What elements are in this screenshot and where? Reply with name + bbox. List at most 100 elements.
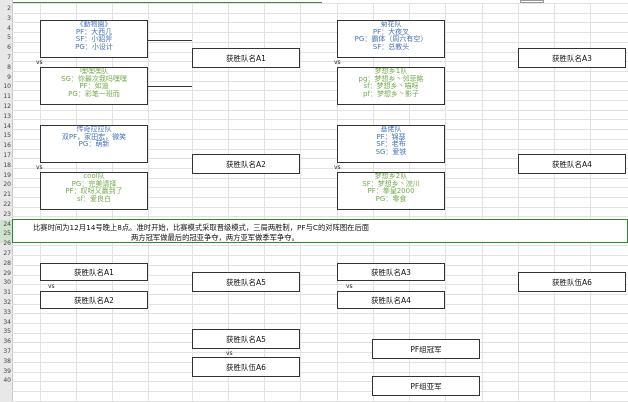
pf-champion-box[interactable]: PF组冠军 xyxy=(372,339,480,359)
row-number[interactable]: 25 xyxy=(3,230,11,237)
row-number[interactable]: 19 xyxy=(3,172,11,179)
player-line: PG：萌新 xyxy=(78,140,110,149)
winner-label: 获胜队名A3 xyxy=(552,53,592,63)
semi-box-a3[interactable]: 获胜队名A3 xyxy=(337,263,445,281)
semi-box-a2[interactable]: 获胜队名A2 xyxy=(40,291,148,309)
row-header-column xyxy=(0,0,13,402)
row-number[interactable]: 12 xyxy=(3,103,11,110)
notice-banner[interactable]: 比赛时间为12月14号晚上8点。准时开始，比赛模式采取晋级模式，三局两胜制，PF… xyxy=(12,219,628,243)
row-number[interactable]: 22 xyxy=(3,201,11,208)
grid-column-line xyxy=(228,3,229,402)
final-box-a6[interactable]: 获胜队伍A6 xyxy=(518,272,626,292)
row-number[interactable]: 26 xyxy=(3,240,11,247)
row-number[interactable]: 29 xyxy=(3,270,11,277)
row-number[interactable]: 31 xyxy=(3,289,11,296)
row-number[interactable]: 30 xyxy=(3,279,11,286)
grid-row-line xyxy=(12,391,628,392)
grid-row-line xyxy=(12,245,628,246)
team-box-zoo[interactable]: 《動物園》 PF：大西几 SF：小貂斧 PG：小设计 xyxy=(40,20,148,58)
row-number[interactable]: 39 xyxy=(3,368,11,375)
grid-row-line xyxy=(12,255,628,256)
player-line: SF：梦想乡丶浣川 xyxy=(362,179,420,188)
row-number[interactable]: 6 xyxy=(7,44,11,51)
team-box-dream2[interactable]: 梦想乡2队 SF：梦想乡丶浣川 PF：拳皇2000 PG：零食 xyxy=(337,172,445,210)
row-number[interactable]: 9 xyxy=(7,74,11,81)
grid-row-line xyxy=(12,3,628,4)
row-number[interactable]: 40 xyxy=(3,377,11,384)
pf-runnerup-box[interactable]: PF组亚军 xyxy=(372,376,480,396)
row-number[interactable]: 34 xyxy=(3,319,11,326)
grid-column-line xyxy=(590,3,591,402)
grid-row-line xyxy=(12,187,628,188)
row-number[interactable]: 4 xyxy=(7,25,11,32)
semi-label: 获胜队名A2 xyxy=(74,295,114,305)
row-number[interactable]: 17 xyxy=(3,152,11,159)
semi-box-a4[interactable]: 获胜队名A4 xyxy=(337,291,445,309)
row-number[interactable]: 14 xyxy=(3,123,11,130)
player-line: PF：叹呀又赢到了 xyxy=(65,187,123,196)
player-line: SG：爱铁 xyxy=(375,147,407,156)
row-number[interactable]: 3 xyxy=(7,15,11,22)
grid-row-line xyxy=(12,71,628,72)
winner-box-a4[interactable]: 获胜队名A4 xyxy=(518,154,626,174)
team-box-qiyi[interactable]: 传奇拉拉队 双PF，家田宏，微笑 PG：萌新 xyxy=(40,125,148,163)
grid-row-line xyxy=(12,323,628,324)
row-number[interactable]: 7 xyxy=(7,54,11,61)
row-number[interactable]: 10 xyxy=(3,83,11,90)
grid-row-line xyxy=(12,207,628,208)
grid-row-line xyxy=(12,216,628,217)
team-box-dream1[interactable]: 梦想乡1队 pg：梦想乡丶邻菲略 sf：梦想乡丶喵呀 pf：梦想乡丶影子 xyxy=(337,67,445,105)
row-number[interactable]: 35 xyxy=(3,328,11,335)
team-box-heihei[interactable]: 嘿嘿嘿队 SG：你最次我吗嘿嘿 PF：如迪 PG：彩笔一班而 xyxy=(40,67,148,105)
grid-row-line xyxy=(12,352,628,353)
champ-label: 获胜队伍A6 xyxy=(226,362,266,372)
row-number[interactable]: 27 xyxy=(3,250,11,257)
row-number[interactable]: 36 xyxy=(3,338,11,345)
row-number[interactable]: 28 xyxy=(3,260,11,267)
winner-box-a2[interactable]: 获胜队名A2 xyxy=(192,154,300,174)
grid-row-line xyxy=(12,81,628,82)
row-number[interactable]: 18 xyxy=(3,162,11,169)
row-number[interactable]: 11 xyxy=(3,93,11,100)
row-number[interactable]: 5 xyxy=(7,34,11,41)
row-number[interactable]: 38 xyxy=(3,358,11,365)
row-number[interactable]: 32 xyxy=(3,299,11,306)
champ-box-a5[interactable]: 获胜队名A5 xyxy=(192,329,300,349)
champ-box-a6[interactable]: 获胜队伍A6 xyxy=(192,357,300,377)
row-number[interactable]: 24 xyxy=(3,221,11,228)
row-number[interactable]: 20 xyxy=(3,181,11,188)
team-box-jiyou[interactable]: 基佬队 PF：锦瑟 SF：老布 SG：爱铁 xyxy=(337,125,445,163)
toolbar-field[interactable] xyxy=(520,0,544,3)
team-box-cool[interactable]: cool队 PG：完美请择 PF：叹呀又赢到了 sf：爱良白 xyxy=(40,172,148,210)
semi-box-a1[interactable]: 获胜队名A1 xyxy=(40,263,148,281)
team-box-juhua[interactable]: 菊花队 PF：大夜叉 PG：霸体（周六有空） SF：总教头 xyxy=(337,20,445,58)
grid-row-line xyxy=(12,149,628,150)
final-box-a5[interactable]: 获胜队名A5 xyxy=(192,272,300,292)
pf-champion-label: PF组冠军 xyxy=(410,344,442,354)
grid-row-line xyxy=(12,129,628,130)
grid-row-line xyxy=(12,100,628,101)
grid-row-line xyxy=(12,90,628,91)
winner-box-a1[interactable]: 获胜队名A1 xyxy=(192,48,300,68)
row-number[interactable]: 16 xyxy=(3,142,11,149)
row-number[interactable]: 8 xyxy=(7,64,11,71)
row-number[interactable]: 21 xyxy=(3,191,11,198)
team-name: 嘿嘿嘿队 xyxy=(80,67,108,75)
player-line: PF：大西几 xyxy=(75,27,113,36)
row-number[interactable]: 37 xyxy=(3,348,11,355)
grid-column-line xyxy=(300,3,301,402)
vs-label: vs xyxy=(346,283,353,290)
row-number[interactable]: 23 xyxy=(3,211,11,218)
row-number[interactable]: 13 xyxy=(3,113,11,120)
vs-label: vs xyxy=(334,59,341,66)
row-number[interactable]: 33 xyxy=(3,309,11,316)
row-number[interactable]: 2 xyxy=(7,5,11,12)
champ-label: 获胜队名A5 xyxy=(226,334,266,344)
grid-row-line xyxy=(12,52,628,53)
row-number[interactable]: 15 xyxy=(3,132,11,139)
notice-line-2: 两方冠军做最后的冠亚争夺，两方亚军做季军争夺。 xyxy=(131,233,299,242)
grid-row-line xyxy=(12,381,628,382)
vs-label: vs xyxy=(226,350,233,357)
winner-box-a3[interactable]: 获胜队名A3 xyxy=(518,48,626,68)
